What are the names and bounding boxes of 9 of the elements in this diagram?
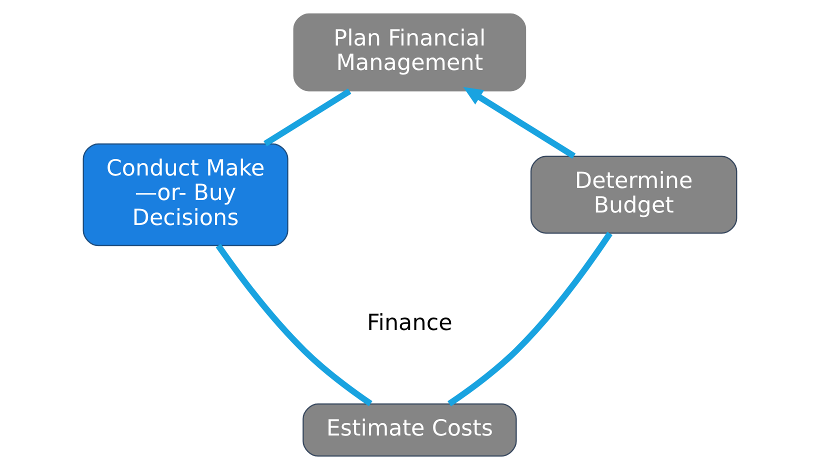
node-box: Estimate Costs	[302, 402, 517, 456]
node-box: Conduct Make —or- Buy Decisions	[82, 142, 288, 246]
node-box: Determine Budget	[530, 155, 738, 234]
connector	[448, 231, 612, 406]
node-box: Plan Financial Management	[293, 12, 526, 91]
label: Finance	[367, 310, 452, 336]
arrow	[463, 86, 576, 158]
connector	[216, 243, 372, 406]
connector	[264, 88, 352, 146]
